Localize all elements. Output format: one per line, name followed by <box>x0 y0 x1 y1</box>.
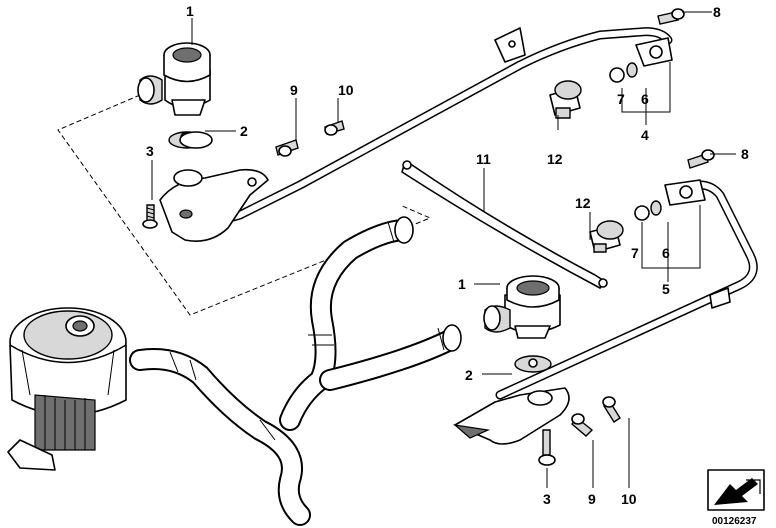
callout-9-low: 9 <box>588 491 596 507</box>
callout-labels: 1 2 3 9 10 12 7 6 4 8 8 11 12 7 6 5 1 2 … <box>146 3 749 507</box>
callout-7-top: 7 <box>617 91 625 107</box>
leader-lines <box>151 11 736 488</box>
callout-1-top: 1 <box>186 3 194 19</box>
callout-5: 5 <box>662 281 670 297</box>
assembly-boundary-dashed <box>57 94 432 316</box>
support-strut <box>401 160 608 289</box>
callout-8-top: 8 <box>713 4 721 20</box>
callout-12-mid: 12 <box>575 195 591 211</box>
lower-check-valve <box>453 275 570 445</box>
callout-7-mid: 7 <box>631 245 639 261</box>
callout-2-top: 2 <box>240 123 248 139</box>
callout-3-top: 3 <box>146 143 154 159</box>
document-number: 00126237 <box>712 516 757 527</box>
secondary-air-pump <box>7 307 127 471</box>
upper-air-pipe <box>180 27 673 224</box>
callout-1-low: 1 <box>458 276 466 292</box>
lower-bolts <box>538 396 621 466</box>
callout-11: 11 <box>476 151 491 167</box>
callout-4: 4 <box>641 127 649 143</box>
callout-10-top: 10 <box>338 82 354 98</box>
bmw-parts-arrow-icon <box>707 469 765 511</box>
callout-2-low: 2 <box>465 367 473 383</box>
callout-6-top: 6 <box>641 91 649 107</box>
lower-hardware <box>589 149 715 253</box>
callout-9-top: 9 <box>290 82 298 98</box>
air-hoses <box>129 216 462 526</box>
callout-10-low: 10 <box>621 491 637 507</box>
callout-3-low: 3 <box>543 491 551 507</box>
callout-8-mid: 8 <box>741 146 749 162</box>
callout-6-mid: 6 <box>662 245 670 261</box>
upper-hardware <box>142 8 685 229</box>
lower-air-pipe <box>495 179 758 400</box>
callout-12-top: 12 <box>547 151 563 167</box>
